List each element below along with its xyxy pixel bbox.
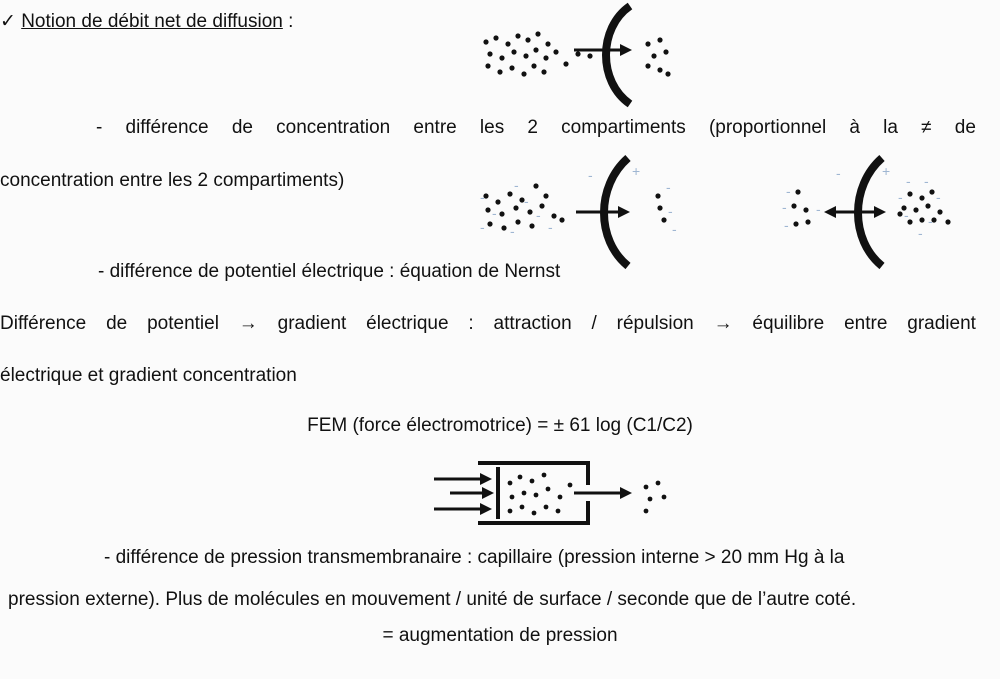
minus-charge: - [924, 173, 929, 189]
word: ≠ [921, 117, 932, 138]
ion-cluster-left [791, 189, 811, 227]
equilibrium-figure: - - - - - + - - - - - - - [782, 154, 951, 270]
word: 2 [527, 117, 538, 138]
word: électrique [366, 313, 449, 334]
charge-marks-right: + - - - [632, 163, 677, 237]
word: attraction [493, 313, 572, 334]
minus-charge: - [536, 207, 541, 223]
minus-charge: - [588, 167, 593, 183]
minus-charge: - [672, 221, 677, 237]
checkmark-icon: ✓ [0, 11, 16, 32]
charge-marks-right: + - - - - - - - [882, 163, 941, 241]
minus-charge: - [928, 213, 933, 229]
word: gradient [277, 313, 347, 334]
ion-cluster-right [655, 193, 667, 223]
word: / [591, 313, 597, 334]
pressure-line-3: = augmentation de pression [382, 625, 618, 646]
title-colon: : [288, 11, 294, 32]
plus-charge: + [882, 163, 890, 179]
diffusion-arrow [576, 206, 630, 218]
charge-marks-left: - - - - - [782, 165, 841, 233]
minus-charge: - [782, 199, 787, 215]
word: gradient [907, 313, 976, 334]
pressure-line-2: pression externe). Plus de molécules en … [8, 589, 857, 610]
particle-cluster-left [483, 31, 593, 77]
word: concentration [276, 117, 391, 138]
minus-charge: - [936, 189, 941, 205]
word: entre [413, 117, 457, 138]
minus-charge: - [548, 219, 553, 235]
word: compartiments [561, 117, 686, 138]
membrane-arc [602, 2, 633, 108]
minus-charge: - [904, 207, 909, 223]
bidirectional-arrow [824, 206, 886, 218]
minus-charge: - [786, 183, 791, 199]
word: (proportionnel [708, 117, 827, 138]
word: les [479, 117, 505, 138]
section-title: Notion de débit net de diffusion [21, 11, 283, 32]
pressure-line-1: - différence de pression transmembranair… [104, 547, 845, 568]
minus-charge: - [784, 217, 789, 233]
word: de [106, 313, 128, 334]
word: équilibre [752, 313, 825, 334]
minus-charge: - [668, 203, 673, 219]
minus-charge: - [510, 223, 515, 239]
concentration-line-1: - différence de concentration entre les … [96, 116, 976, 140]
minus-charge: - [898, 189, 903, 205]
electric-gradient-figure: - - - - - - - - - + - - - [480, 154, 677, 270]
diffusion-arrow [574, 44, 632, 56]
minus-charge: - [524, 193, 529, 209]
word: différence [125, 117, 209, 138]
pressure-piston-figure [434, 461, 667, 525]
heading: ✓ Notion de débit net de diffusion : [0, 10, 293, 34]
particle-cluster-inside [507, 472, 573, 516]
word: de [954, 117, 976, 138]
concentration-diffusion-figure [483, 2, 671, 108]
plus-charge: + [632, 163, 640, 179]
minus-charge: - [666, 179, 671, 195]
charge-marks-left: - - - - - - - - - [480, 167, 593, 239]
push-arrows [434, 473, 494, 515]
concentration-line-2: concentration entre les 2 compartiments) [0, 170, 345, 191]
arrow-glyph: → [713, 313, 733, 334]
minus-charge: - [480, 189, 485, 205]
ion-cluster-right [897, 189, 951, 225]
minus-charge: - [492, 205, 497, 221]
arrow-glyph: → [238, 313, 258, 334]
word: Différence [0, 313, 87, 334]
word: la [883, 117, 898, 138]
word: - [96, 117, 103, 138]
word: répulsion [616, 313, 694, 334]
electric-potential-line: - différence de potentiel électrique : é… [98, 261, 561, 282]
ion-cluster-left [483, 183, 565, 231]
minus-charge: - [836, 165, 841, 181]
minus-charge: - [906, 173, 911, 189]
minus-charge: - [816, 201, 821, 217]
potential-gradient-line-1: Différence de potentiel → gradient élect… [0, 312, 976, 336]
word: entre [844, 313, 888, 334]
word: à [849, 117, 860, 138]
word: : [468, 313, 474, 334]
outflow-arrow [574, 487, 632, 499]
cylinder-body [478, 461, 590, 525]
minus-charge: - [918, 225, 923, 241]
minus-charge: - [514, 177, 519, 193]
minus-charge: - [480, 219, 485, 235]
word: de [231, 117, 253, 138]
nernst-formula: FEM (force électromotrice) = ± 61 log (C… [307, 415, 693, 436]
particle-cluster-right [645, 37, 671, 77]
word: potentiel [147, 313, 219, 334]
particle-cluster-outside [643, 480, 667, 514]
potential-gradient-line-2: électrique et gradient concentration [0, 365, 297, 386]
